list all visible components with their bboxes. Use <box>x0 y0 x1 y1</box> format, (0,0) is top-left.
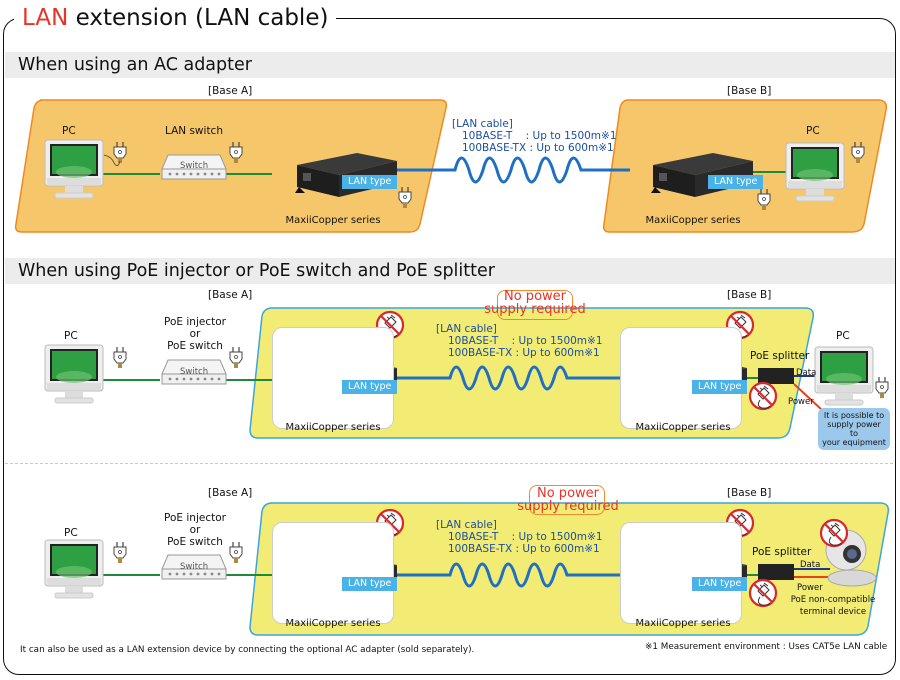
series-label: MaxiiCopper series <box>285 618 381 629</box>
switch-text: Switch <box>180 562 209 572</box>
cable-spec-10base: 10BASE-T : Up to 1500m※1 <box>448 531 603 543</box>
base-a-label: [Base A] <box>208 85 253 97</box>
base-b-label: [Base B] <box>727 487 772 499</box>
switch-label: LAN switch <box>165 125 223 137</box>
lan-cable-wave <box>395 562 620 588</box>
pc-label: PC <box>64 527 78 539</box>
series-label: MaxiiCopper series <box>285 422 381 433</box>
poe-splitter-icon <box>758 368 794 384</box>
power-plug-icon <box>229 541 243 564</box>
data-label: Data <box>800 560 821 570</box>
series-label: MaxiiCopper series <box>285 215 381 226</box>
lan-type-tag: LAN type <box>342 577 398 591</box>
diagram-frame <box>3 18 896 675</box>
cable-spec-100base: 100BASE-TX : Up to 600m※1 <box>462 142 614 154</box>
pc-right-icon <box>814 346 874 406</box>
poe-splitter-label: PoE splitter <box>750 350 810 362</box>
device-box <box>272 327 394 429</box>
cable-spec-10base: 10BASE-T : Up to 1500m※1 <box>448 335 603 347</box>
page-title: LAN extension (LAN cable) <box>14 4 337 32</box>
base-a-label: [Base A] <box>208 289 253 301</box>
base-a-label: [Base A] <box>208 487 253 499</box>
section-heading-poe: When using PoE injector or PoE switch an… <box>5 258 895 284</box>
cable-title: [LAN cable] <box>436 519 497 531</box>
section-divider <box>5 463 893 464</box>
no-power-badge <box>497 290 573 320</box>
poe-splitter-icon <box>758 564 794 580</box>
base-b-label: [Base B] <box>727 289 772 301</box>
lan-type-tag: LAN type <box>692 380 748 394</box>
pc-label: PC <box>836 330 850 342</box>
lan-type-tag: LAN type <box>708 175 764 189</box>
no-power-badge <box>529 485 605 515</box>
switch-text: Switch <box>180 367 209 377</box>
series-label: MaxiiCopper series <box>635 618 731 629</box>
title-rest: extension (LAN cable) <box>68 5 329 31</box>
base-a-zone <box>14 99 448 233</box>
power-label: Power <box>788 397 814 407</box>
section-heading-ac: When using an AC adapter <box>5 52 895 78</box>
lan-type-tag: LAN type <box>342 175 398 189</box>
no-power-plug-icon <box>819 518 849 548</box>
footnote-measurement: ※1 Measurement environment : Uses CAT5e … <box>645 642 888 652</box>
footnote-ac-adapter: It can also be used as a LAN extension d… <box>20 645 475 655</box>
no-power-plug-icon <box>748 578 778 608</box>
cable-title: [LAN cable] <box>436 323 497 335</box>
lan-type-tag: LAN type <box>692 577 748 591</box>
pc-label: PC <box>806 125 820 137</box>
power-label: Power <box>797 583 823 593</box>
pc-label: PC <box>64 330 78 342</box>
power-plug-icon <box>113 541 127 564</box>
poe-splitter-label: PoE splitter <box>752 546 812 558</box>
pc-left-icon <box>44 344 104 404</box>
base-b-label: [Base B] <box>727 85 772 97</box>
cable-spec-100base: 100BASE-TX : Up to 600m※1 <box>448 347 600 359</box>
lan-cable-wave <box>395 365 620 391</box>
pc-label: PC <box>62 125 76 137</box>
pc-left-icon <box>44 539 104 599</box>
device-box <box>620 327 742 429</box>
data-label: Data <box>796 368 817 378</box>
cable-title: [LAN cable] <box>452 118 513 130</box>
lan-type-tag: LAN type <box>342 380 398 394</box>
title-accent: LAN <box>22 5 69 31</box>
power-plug-icon <box>113 346 127 369</box>
cable-spec-10base: 10BASE-T : Up to 1500m※1 <box>462 130 617 142</box>
device-box <box>620 522 742 624</box>
switch-text: Switch <box>180 161 209 171</box>
power-plug-icon <box>875 376 889 399</box>
cable-spec-100base: 100BASE-TX : Up to 600m※1 <box>448 543 600 555</box>
device-box <box>272 522 394 624</box>
power-plug-icon <box>229 346 243 369</box>
no-power-plug-icon <box>748 381 778 411</box>
series-label: MaxiiCopper series <box>635 422 731 433</box>
series-label: MaxiiCopper series <box>645 215 741 226</box>
lan-cable-wave <box>395 156 630 184</box>
